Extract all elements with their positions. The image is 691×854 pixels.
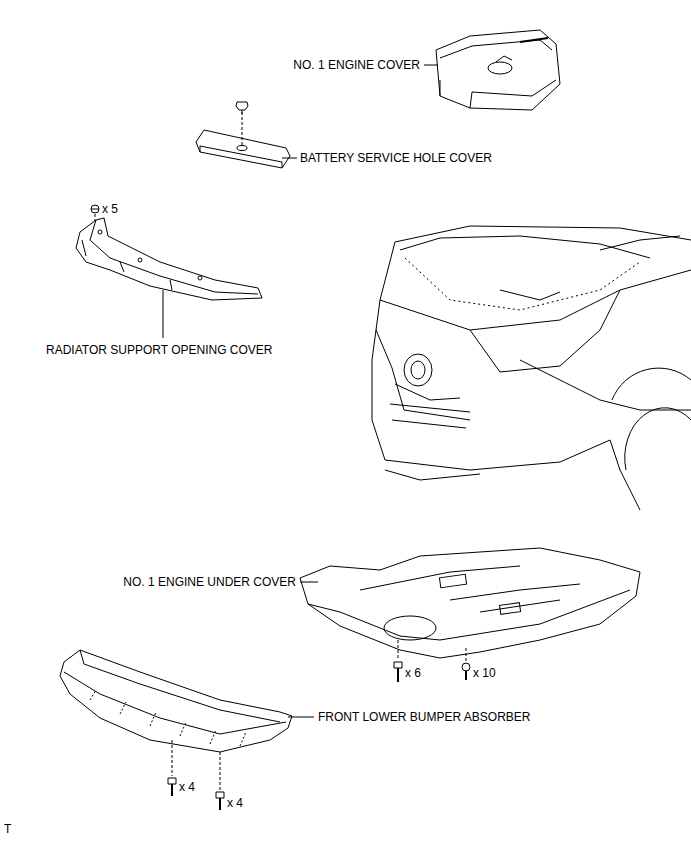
- leader-line: [163, 290, 164, 338]
- vehicle-front-view: [372, 226, 691, 510]
- engine-cover: [436, 30, 560, 110]
- part-name: NO. 1 ENGINE UNDER COVER: [123, 575, 296, 589]
- leader-line: [282, 158, 297, 159]
- quantity: x 4: [179, 780, 195, 794]
- part-name: NO. 1 ENGINE COVER: [293, 58, 420, 72]
- clip-symbol: [462, 648, 470, 680]
- part-name: BATTERY SERVICE HOLE COVER: [300, 151, 492, 165]
- battery-service-hole-cover: [196, 102, 290, 168]
- part-name: FRONT LOWER BUMPER ABSORBER: [318, 710, 530, 724]
- quantity: x 6: [405, 666, 421, 680]
- quantity: x 5: [102, 202, 118, 216]
- leader-line: [300, 582, 318, 583]
- bolt-symbol: [216, 752, 224, 810]
- radiator-support-opening-cover: [76, 218, 262, 300]
- figure-code: T: [4, 822, 11, 836]
- engine-under-cover: [300, 548, 640, 658]
- front-lower-bumper-absorber: [60, 650, 292, 752]
- bolt-symbol: [394, 640, 402, 682]
- quantity: x 10: [473, 666, 496, 680]
- leader-line: [288, 717, 314, 718]
- bolt-symbol: [168, 740, 176, 796]
- part-name: RADIATOR SUPPORT OPENING COVER: [46, 343, 273, 357]
- leader-line: [424, 65, 438, 66]
- quantity: x 4: [227, 796, 243, 810]
